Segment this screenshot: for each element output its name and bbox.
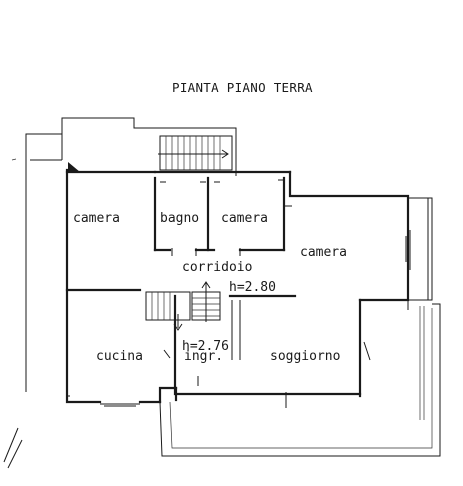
lower-terrace [159,303,441,457]
height-label-upper: h=2.80 [229,280,276,295]
room-label-soggiorno: soggiorno [270,349,340,364]
room-label-cucina: cucina [96,349,143,364]
room-label-ingresso: ingr. [184,349,223,364]
room-label-corridoio: corridoio [182,260,252,275]
stray-mark [7,439,23,469]
interior-walls [65,176,297,396]
right-balcony [407,197,433,310]
plan-title: PIANTA PIANO TERRA [172,80,313,95]
internal-stair [145,281,221,331]
stray-mark [11,158,17,161]
stray-mark [3,427,19,463]
corner-marker [68,162,80,172]
windows [66,230,411,407]
room-label-bagno: bagno [160,211,199,226]
top-stair-block [25,117,237,392]
door-marks [160,179,371,408]
room-label-camera: camera [73,211,120,226]
room-label-camera: camera [300,245,347,260]
room-label-camera: camera [221,211,268,226]
height-label-lower: h=2.76 [182,339,229,354]
